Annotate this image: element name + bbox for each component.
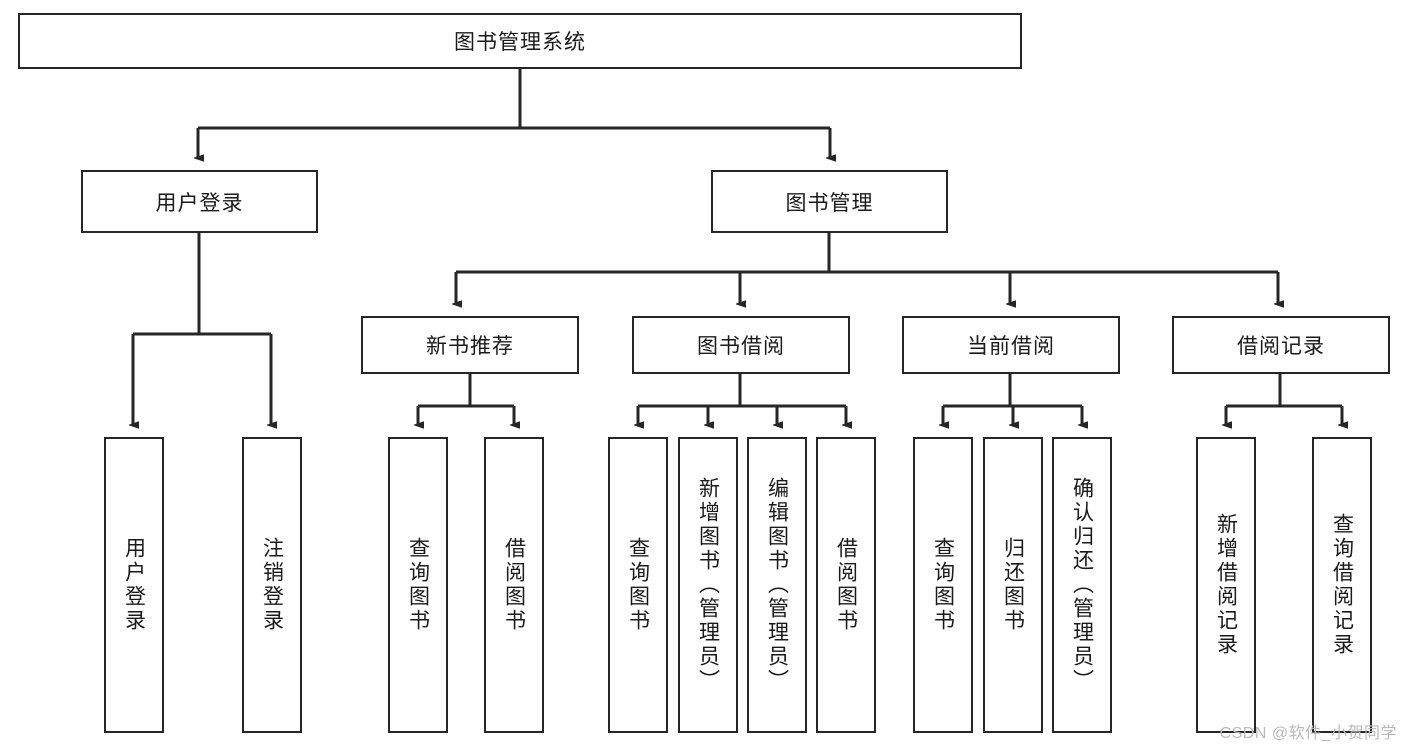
node-user-login[interactable]: 用户登录: [81, 170, 318, 233]
leaf-label: 新增图书（管理员）: [696, 477, 720, 693]
leaf-label: 查询借阅记录: [1330, 513, 1354, 657]
leaf-label: 用户登录: [122, 537, 146, 633]
leaf-logout[interactable]: 注销登录: [242, 437, 302, 733]
leaf-borrow-book[interactable]: 借阅图书: [816, 437, 876, 733]
node-book-management[interactable]: 图书管理: [711, 170, 948, 233]
leaf-label: 归还图书: [1001, 537, 1025, 633]
leaf-label: 注销登录: [260, 537, 284, 633]
leaf-user-login[interactable]: 用户登录: [104, 437, 164, 733]
node-current-borrow[interactable]: 当前借阅: [902, 316, 1120, 374]
watermark: CSDN @软件_小贺同学: [1219, 725, 1397, 742]
leaf-query-borrow-record[interactable]: 查询借阅记录: [1312, 437, 1372, 733]
leaf-label: 查询图书: [406, 537, 430, 633]
leaf-borrow-book-recommend[interactable]: 借阅图书: [484, 437, 544, 733]
leaf-add-borrow-record[interactable]: 新增借阅记录: [1196, 437, 1256, 733]
node-root[interactable]: 图书管理系统: [18, 13, 1022, 69]
leaf-label: 借阅图书: [502, 537, 526, 633]
leaf-confirm-return-admin[interactable]: 确认归还（管理员）: [1052, 437, 1112, 733]
leaf-query-book-current[interactable]: 查询图书: [913, 437, 973, 733]
leaf-query-book-recommend[interactable]: 查询图书: [388, 437, 448, 733]
leaf-label: 查询图书: [931, 537, 955, 633]
leaf-query-book-borrow[interactable]: 查询图书: [608, 437, 668, 733]
node-book-borrow[interactable]: 图书借阅: [632, 316, 850, 374]
leaf-label: 编辑图书（管理员）: [765, 477, 789, 693]
leaf-return-book[interactable]: 归还图书: [983, 437, 1043, 733]
leaf-label: 借阅图书: [834, 537, 858, 633]
leaf-label: 查询图书: [626, 537, 650, 633]
leaf-label: 新增借阅记录: [1214, 513, 1238, 657]
leaf-add-book-admin[interactable]: 新增图书（管理员）: [678, 437, 738, 733]
node-new-book-recommend[interactable]: 新书推荐: [361, 316, 579, 374]
node-borrow-record[interactable]: 借阅记录: [1172, 316, 1390, 374]
leaf-edit-book-admin[interactable]: 编辑图书（管理员）: [747, 437, 807, 733]
leaf-label: 确认归还（管理员）: [1070, 477, 1094, 693]
